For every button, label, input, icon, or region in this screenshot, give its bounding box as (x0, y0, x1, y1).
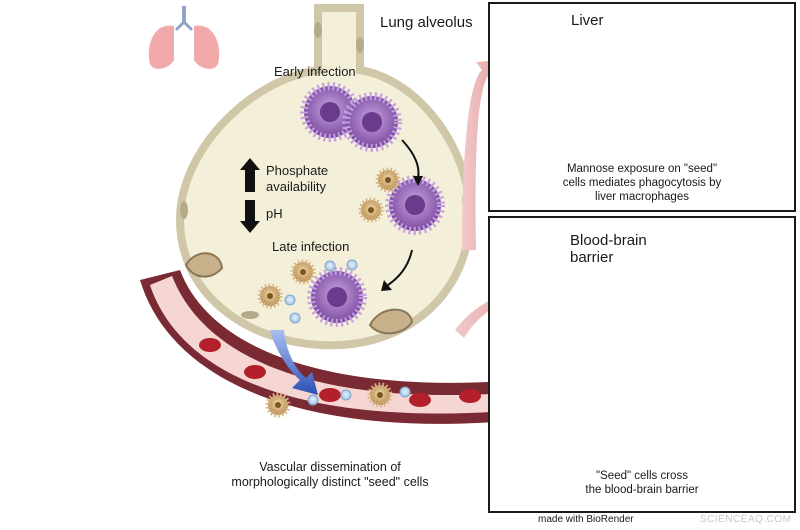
yeast-cell (358, 197, 384, 223)
alveolus-title: Lung alveolus (380, 14, 473, 31)
late-infection-label: Late infection (272, 239, 350, 254)
lung-icon (148, 6, 220, 69)
arrow-to-liver (462, 60, 500, 250)
down-arrow-icon (240, 200, 260, 233)
vascular-caption-2: morphologically distinct "seed" cells (231, 475, 429, 489)
dissemination-arrow (270, 330, 318, 395)
liver-panel (488, 2, 796, 212)
titan-cell (385, 175, 445, 235)
biorender-credit: made with BioRender (538, 514, 634, 525)
yeast-cell (265, 392, 291, 418)
early-infection-label: Early infection (274, 64, 356, 79)
red-blood-cell (199, 338, 221, 352)
bbb-caption-1: "Seed" cells cross (596, 470, 688, 482)
progression-arrow (387, 249, 413, 286)
up-arrow-icon (240, 158, 260, 192)
yeast-cell (290, 259, 316, 285)
bbb-title-1: Blood-brain (570, 232, 647, 249)
bbb-title-2: barrier (570, 249, 614, 266)
progression-arrow (381, 280, 392, 291)
bbb-panel (488, 216, 796, 513)
watermark: SCIENCEAQ.COM (700, 514, 792, 525)
seed-cell (284, 259, 411, 406)
titan-cell (342, 92, 402, 152)
red-blood-cell (409, 393, 431, 407)
bbb-caption-2: the blood-brain barrier (585, 484, 699, 496)
progression-arrow (401, 139, 420, 179)
yeast-cell (375, 167, 401, 193)
phosphate-label: Phosphate (266, 163, 329, 178)
availability-label: availability (266, 179, 326, 194)
liver-title: Liver (571, 12, 604, 29)
liver-caption-2: cells mediates phagocytosis by (562, 177, 722, 189)
ph-label: pH (266, 206, 283, 221)
red-blood-cell (319, 388, 341, 402)
red-blood-cell (244, 365, 266, 379)
yeast-cell (367, 382, 393, 408)
progression-arrow (413, 176, 423, 186)
red-blood-cell (459, 389, 481, 403)
vascular-caption-1: Vascular dissemination of (259, 460, 401, 474)
liver-caption-1: Mannose exposure on "seed" (566, 163, 718, 175)
titan-cell (307, 267, 367, 327)
lung-blood-vessel (140, 270, 520, 424)
liver-caption-3: liver macrophages (595, 191, 689, 203)
yeast-cell (257, 283, 283, 309)
